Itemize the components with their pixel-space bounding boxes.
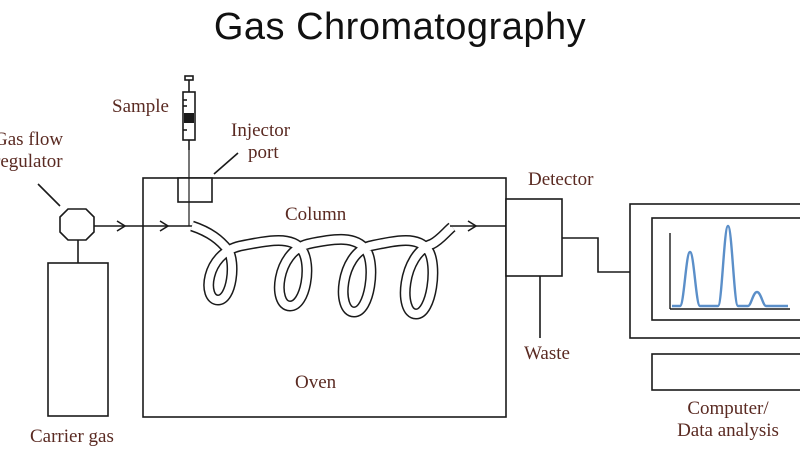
- gas-flow-regulator: [59, 208, 95, 241]
- gas-line-arrow-2: [159, 220, 170, 232]
- monitor-screen: [651, 217, 800, 321]
- label-gas-flow-regulator: Gas flow regulator: [0, 129, 64, 172]
- data-cable: [562, 237, 630, 273]
- computer-keyboard: [651, 353, 800, 391]
- injector-leader: [213, 152, 239, 175]
- chromatogram-trace: [672, 224, 788, 308]
- page-title: Gas Chromatography: [213, 6, 587, 48]
- injector-port: [177, 177, 213, 203]
- sample-syringe: [182, 75, 196, 226]
- column-coil: [190, 220, 456, 320]
- label-oven: Oven: [295, 372, 337, 393]
- chromatogram: [669, 224, 790, 310]
- label-detector: Detector: [528, 169, 594, 190]
- label-column: Column: [285, 204, 347, 225]
- label-waste: Waste: [524, 343, 570, 364]
- computer-monitor: [629, 203, 800, 339]
- detector: [505, 198, 563, 277]
- label-carrier-gas: Carrier gas: [30, 426, 114, 447]
- label-computer: Computer/ Data analysis: [677, 398, 779, 441]
- label-injector-port: Injector port: [231, 120, 291, 163]
- outlet-arrow: [467, 220, 478, 232]
- label-sample: Sample: [112, 96, 169, 117]
- oven: [142, 177, 507, 418]
- gas-line-arrow-1: [116, 220, 127, 232]
- regulator-leader: [37, 183, 61, 207]
- carrier-gas-cylinder: [47, 262, 109, 417]
